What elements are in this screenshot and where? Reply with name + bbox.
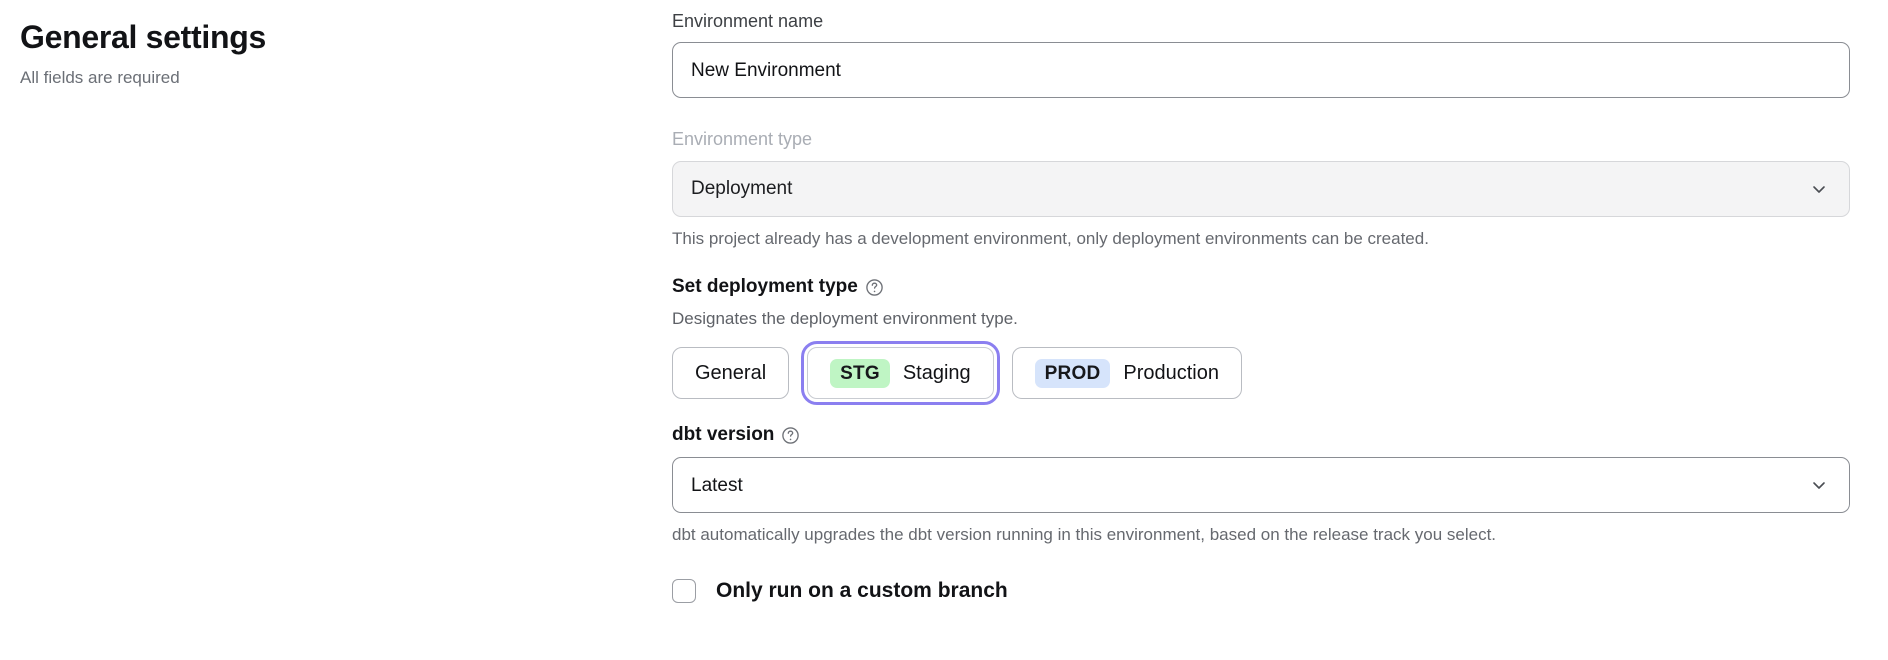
environment-name-label: Environment name [672, 11, 824, 31]
question-circle-icon[interactable] [865, 278, 884, 297]
dbt-version-field-group: dbt version Latest dbt automatically upg… [672, 423, 1852, 547]
environment-name-field-group: Environment name New Environment [672, 10, 1852, 99]
staging-badge: STG [830, 358, 890, 388]
spacer [672, 399, 1852, 423]
custom-branch-label[interactable]: Only run on a custom branch [716, 579, 1008, 603]
spacer [672, 251, 1852, 275]
custom-branch-checkbox[interactable] [672, 578, 696, 603]
environment-type-label: Environment type [672, 129, 813, 150]
chevron-down-icon [1811, 181, 1827, 197]
chevron-down-icon [1811, 477, 1827, 493]
deployment-option-general-label: General [695, 362, 767, 385]
deployment-type-label: Set deployment type [672, 275, 858, 297]
deployment-type-options: General STG Staging PROD Production [672, 341, 1852, 406]
production-badge: PROD [1034, 358, 1111, 388]
dbt-version-label-row: dbt version [672, 423, 1852, 448]
deployment-option-staging[interactable]: STG Staging [801, 341, 1000, 406]
spacer [672, 98, 1852, 128]
deployment-option-production[interactable]: PROD Production [1011, 347, 1242, 400]
deployment-option-staging-label: Staging [902, 362, 971, 385]
page-subtitle: All fields are required [20, 68, 180, 88]
dbt-version-label: dbt version [672, 424, 775, 446]
page-title: General settings [20, 19, 266, 55]
dbt-version-select[interactable]: Latest [672, 457, 1850, 514]
environment-type-helper-text: This project already has a development e… [672, 228, 1429, 248]
settings-form: Environment name New Environment Environ… [672, 10, 1852, 603]
deployment-option-production-label: Production [1123, 362, 1219, 385]
environment-type-value: Deployment [691, 178, 793, 200]
environment-type-select[interactable]: Deployment [672, 160, 1850, 217]
section-header: General settings All fields are required [20, 18, 620, 89]
deployment-option-general[interactable]: General [672, 347, 790, 400]
deployment-type-field-group: Set deployment type Designates the deplo… [672, 275, 1852, 406]
dbt-version-value: Latest [691, 474, 743, 496]
environment-name-value: New Environment [691, 59, 841, 81]
environment-name-input[interactable]: New Environment [672, 42, 1850, 99]
environment-type-field-group: Environment type Deployment This project… [672, 128, 1852, 250]
question-circle-icon[interactable] [781, 426, 800, 445]
dbt-version-helper-text: dbt automatically upgrades the dbt versi… [672, 525, 1497, 545]
custom-branch-row: Only run on a custom branch [672, 578, 1852, 603]
deployment-type-helper-text: Designates the deployment environment ty… [672, 309, 1018, 329]
deployment-type-label-row: Set deployment type [672, 275, 1852, 300]
